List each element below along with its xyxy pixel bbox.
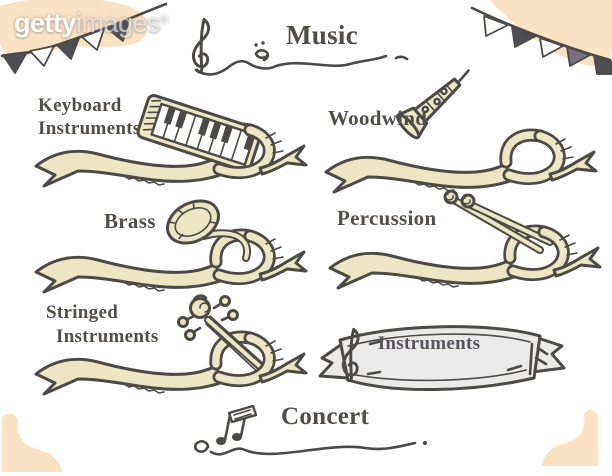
swirl-line	[209, 441, 417, 456]
corner-decoration-top-left	[0, 0, 168, 74]
corner-decoration-bottom-left	[2, 413, 62, 472]
watermark-brand-bold: getty	[14, 8, 77, 38]
staff-dashes	[366, 339, 523, 376]
instruments-banner	[318, 325, 566, 391]
music-title: Music	[286, 20, 358, 50]
percussion-illustration	[322, 189, 602, 310]
registered-mark: ®	[160, 14, 168, 26]
corner-decoration-bottom-right	[542, 409, 598, 466]
drumsticks-icon	[443, 189, 554, 254]
percussion-label: Percussion	[337, 206, 437, 230]
instruments-banner-label: Instruments	[377, 333, 481, 354]
clarinet-icon	[396, 69, 470, 140]
woodwind-label: Woodwind	[328, 106, 428, 130]
swirl-line-end	[394, 55, 409, 61]
violin-neck-icon	[177, 294, 270, 377]
banner-body	[338, 325, 542, 391]
concert-label: Concert	[281, 403, 370, 430]
brass-illustration	[28, 199, 308, 314]
peach-blob	[542, 409, 598, 466]
music-notes-icon	[194, 404, 258, 453]
keyboard-instruments-illustration	[28, 94, 308, 208]
swirl-end-dot	[423, 441, 427, 445]
keyboard-icon	[136, 94, 263, 173]
bunting-garland-icon	[470, 6, 612, 75]
label-line1: Stringed	[46, 302, 119, 323]
concert-footer-doodle	[194, 404, 427, 456]
curl-doodle-icon	[254, 41, 269, 62]
bunting-garland-icon	[0, 2, 168, 74]
watermark: gettyimages®	[14, 8, 168, 39]
brass-label: Brass	[104, 209, 156, 233]
label-line1: Keyboard	[38, 95, 122, 116]
watermark-brand-light: images	[76, 8, 161, 38]
corner-decoration-top-right	[470, 0, 612, 75]
ribbon-back	[330, 231, 544, 288]
ribbon-back	[36, 235, 250, 292]
peach-blob	[0, 0, 148, 56]
music-header-doodle	[191, 17, 409, 76]
label-line2: Instruments	[38, 118, 141, 139]
stringed-instruments-illustration	[28, 294, 308, 416]
woodwind-illustration	[318, 69, 598, 208]
label-line2: Instruments	[56, 326, 159, 347]
trumpet-icon	[166, 199, 252, 262]
peach-blob	[490, 0, 612, 66]
peach-blob	[2, 413, 62, 472]
treble-clef-icon	[191, 17, 211, 74]
swirl-line	[194, 54, 388, 76]
